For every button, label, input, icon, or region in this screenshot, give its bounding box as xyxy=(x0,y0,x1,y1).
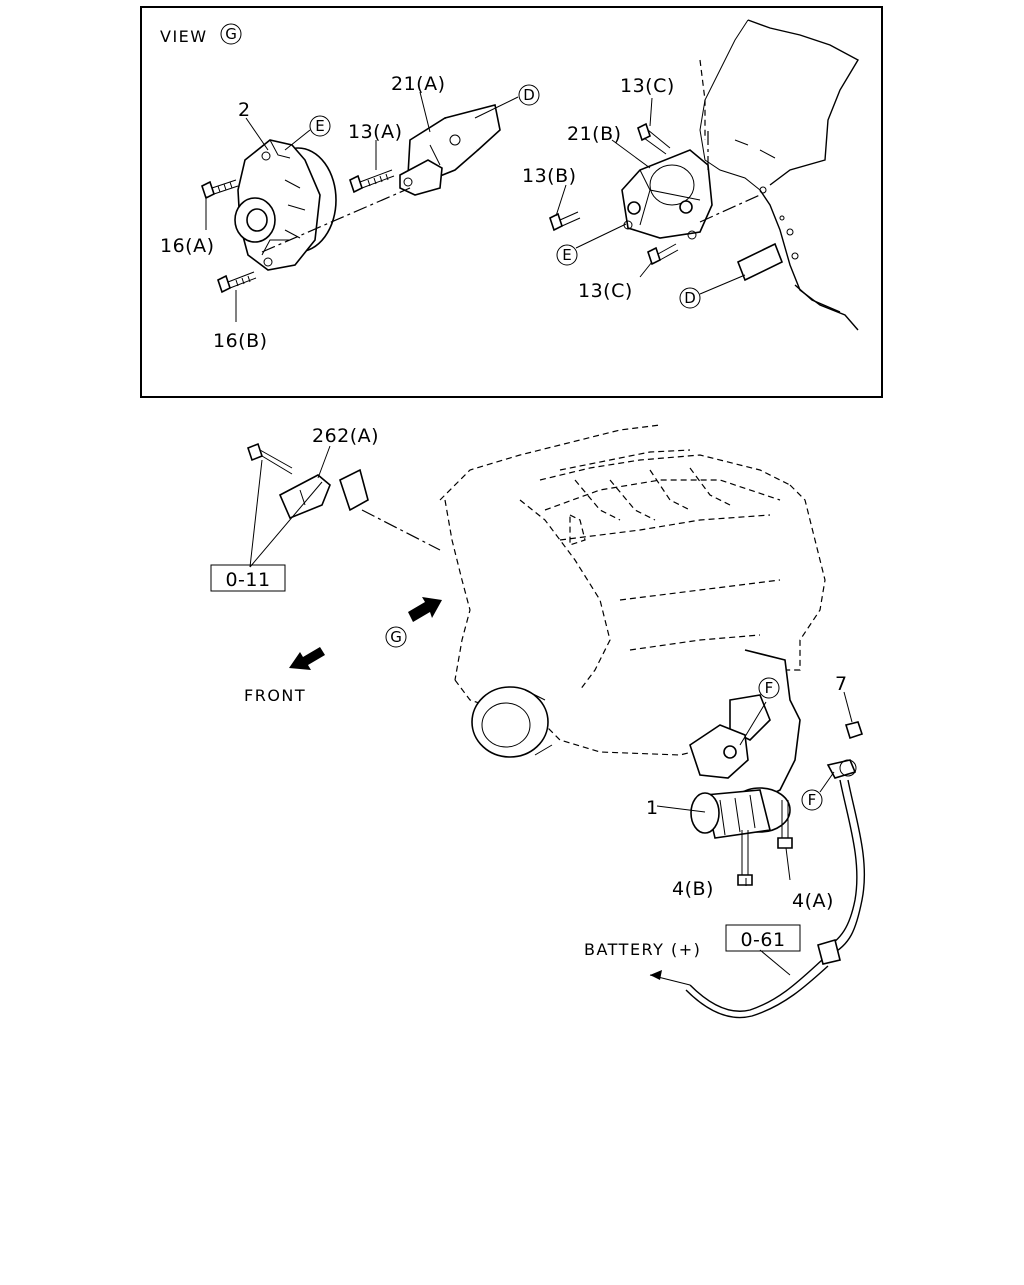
ref-box-0-11[interactable]: 0-11 xyxy=(210,564,286,592)
inset-title-ref: G xyxy=(220,23,242,45)
bracket-21a xyxy=(399,104,501,196)
svg-text:G: G xyxy=(390,628,402,646)
svg-text:F: F xyxy=(808,791,817,809)
ref-circle-e-right: E xyxy=(556,244,578,266)
label-part-13a: 13(A) xyxy=(348,121,403,143)
label-part-16b: 16(B) xyxy=(213,330,268,352)
ref-circle-f-cable: F xyxy=(801,789,823,811)
label-part-262a: 262(A) xyxy=(312,425,379,447)
nut-7 xyxy=(844,721,864,740)
inset-title: VIEW xyxy=(160,27,208,46)
svg-text:D: D xyxy=(684,289,696,307)
label-part-2: 2 xyxy=(238,99,251,121)
bolt-16b xyxy=(217,271,257,294)
bolt-4a xyxy=(777,800,793,849)
label-part-4b: 4(B) xyxy=(672,878,714,900)
main-leaders xyxy=(249,445,853,976)
label-battery: BATTERY (+) xyxy=(584,940,701,959)
bolt-262a xyxy=(247,442,293,475)
engine-block xyxy=(439,424,826,756)
bolt-13a xyxy=(349,169,395,194)
front-arrow xyxy=(289,647,325,670)
bolt-13c-bottom xyxy=(647,243,679,266)
ref-circle-g: G xyxy=(385,626,407,648)
label-part-13b: 13(B) xyxy=(522,165,577,187)
label-part-13c-bottom: 13(C) xyxy=(578,280,633,302)
ref-circle-f-starter: F xyxy=(758,677,780,699)
bracket-21b xyxy=(621,149,713,240)
crank-pulley xyxy=(471,686,553,758)
svg-text:0-11: 0-11 xyxy=(225,569,270,591)
svg-text:0-61: 0-61 xyxy=(740,929,785,951)
svg-text:E: E xyxy=(315,117,324,135)
view-g-arrow[interactable] xyxy=(408,597,442,622)
bracket-262a xyxy=(278,468,369,520)
ref-circle-d-right: D xyxy=(679,287,701,309)
alternator xyxy=(234,139,337,271)
svg-text:E: E xyxy=(562,246,571,264)
ref-circle-d-top: D xyxy=(518,84,540,106)
engine-block-partial xyxy=(699,19,859,331)
battery-cable xyxy=(685,759,866,1019)
label-front: FRONT xyxy=(244,686,306,705)
label-part-4a: 4(A) xyxy=(792,890,834,912)
bolt-13c-top xyxy=(637,122,671,155)
view-g-inset: VIEW G xyxy=(140,6,883,398)
battery-arrow xyxy=(649,970,691,986)
ref-circle-e-top: E xyxy=(309,115,331,137)
bolt-13b xyxy=(549,211,581,232)
mount-tab xyxy=(736,242,784,282)
label-part-16a: 16(A) xyxy=(160,235,215,257)
ref-box-0-61[interactable]: 0-61 xyxy=(725,924,801,952)
bolt-4b xyxy=(737,830,753,886)
svg-text:D: D xyxy=(523,86,535,104)
svg-text:F: F xyxy=(765,679,774,697)
label-part-21b: 21(B) xyxy=(567,123,622,145)
label-part-21a: 21(A) xyxy=(391,73,446,95)
label-part-13c-top: 13(C) xyxy=(620,75,675,97)
starter-motor xyxy=(689,649,801,839)
engine-main-view: 262(A) 1 7 4(B) 4(A) FRONT BATTERY (+) 0… xyxy=(210,424,866,1019)
svg-text:G: G xyxy=(225,25,237,43)
label-part-1: 1 xyxy=(646,797,659,819)
inset-leaders xyxy=(205,91,763,322)
label-part-7: 7 xyxy=(835,673,848,695)
bolt-16a xyxy=(201,179,239,200)
